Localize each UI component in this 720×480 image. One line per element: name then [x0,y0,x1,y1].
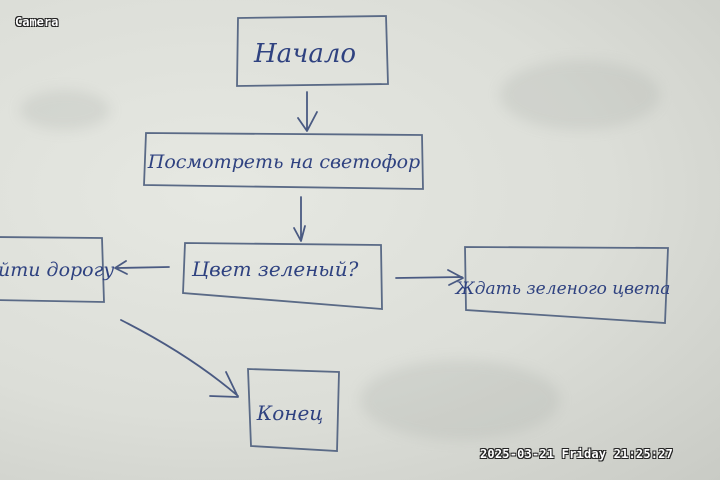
camera-label: Camera [15,15,59,29]
decision-label: Цвет зеленый? [191,257,359,281]
start-node: Начало [236,15,389,87]
arrow-look-to-decision [293,196,306,242]
arrow-decision-to-wait [395,269,464,286]
end-node: Конец [247,368,340,452]
smudge [500,60,660,130]
arrow-cross-to-end [120,319,239,398]
cross-label: йти дорогу [0,259,114,281]
cross-node: йти дорогу [0,236,114,303]
smudge [360,360,560,440]
smudge [20,90,110,130]
start-label: Начало [253,39,356,69]
timestamp-overlay: 2025-03-21 Friday 21:25:27 [480,447,674,461]
end-label: Конец [256,401,323,425]
wait-label: Ждать зеленого цвета [455,279,671,299]
look-node: Посмотреть на светофор [143,132,424,190]
arrow-decision-to-cross [114,260,170,275]
arrow-start-to-look [297,91,318,132]
look-label: Посмотреть на светофор [147,151,420,173]
wait-node: Ждать зеленого цвета [455,246,671,324]
decision-node: Цвет зеленый? [182,242,383,310]
